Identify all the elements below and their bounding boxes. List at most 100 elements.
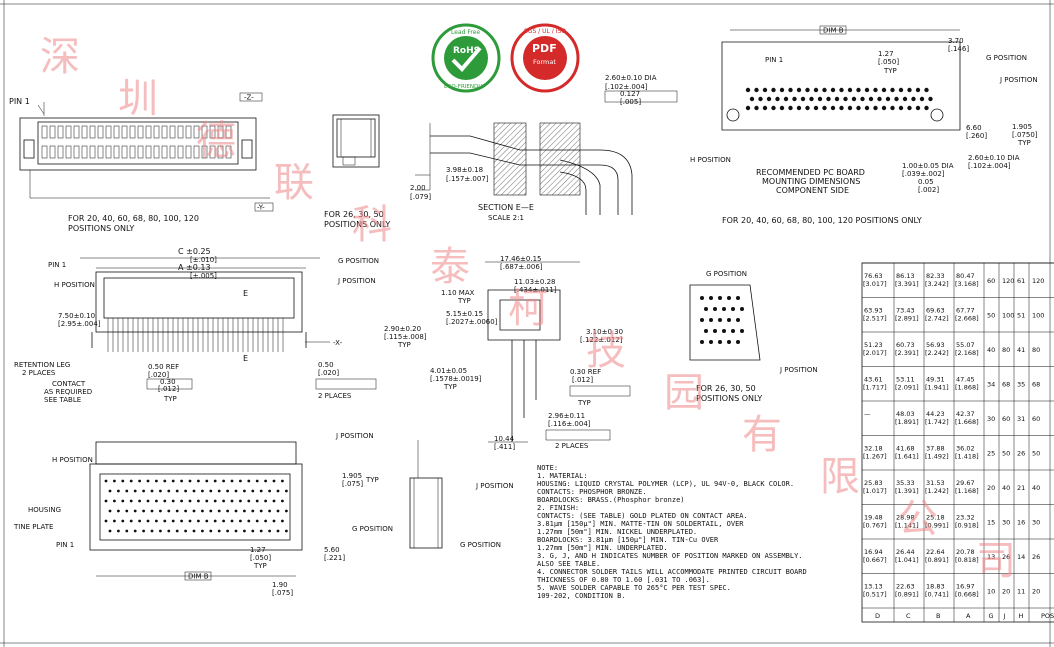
tine-plate-label: TINE PLATE	[13, 523, 53, 531]
watermark-char: 技	[586, 328, 626, 374]
table-header: H	[1019, 612, 1024, 620]
table-cell: 25.18	[926, 514, 945, 522]
notes-block: NOTE:1. MATERIAL: HOUSING: LIQUID CRYSTA…	[537, 464, 807, 600]
table-cell: 16.94	[864, 548, 883, 556]
contact-dot	[146, 519, 150, 523]
contact-dot	[188, 519, 192, 523]
table-cell: [2.091]	[895, 384, 919, 392]
contact-dot	[138, 499, 142, 503]
table-cell: 20	[1032, 588, 1040, 596]
table-cell: [0.741]	[925, 591, 949, 599]
contact-dot	[255, 479, 259, 483]
table-cell: [1.717]	[863, 384, 887, 392]
contact-dot	[239, 479, 242, 483]
table-cell: 28.98	[896, 514, 915, 522]
contact-dot	[108, 529, 112, 533]
typ-top: TYP	[883, 67, 897, 75]
contact-dot	[264, 479, 267, 483]
dim-100dia: 1.00±0.05 DIA	[902, 162, 954, 170]
table-cell: 16.97	[956, 583, 975, 591]
pcb-small-hole	[727, 318, 731, 322]
watermark-char: 深	[40, 34, 80, 80]
table-cell: 73.43	[896, 307, 915, 315]
top-pin	[73, 145, 80, 159]
pcb-small-pattern	[689, 284, 761, 361]
table-cell: 30	[987, 415, 995, 423]
contact-dot	[213, 519, 217, 523]
contact-dot	[197, 479, 200, 483]
retention-1: RETENTION LEG	[14, 361, 70, 369]
h-position-bottom: H POSITION	[52, 456, 93, 464]
dim-1578: [.1578±.0019]	[430, 375, 482, 383]
table-cell: 31	[1017, 415, 1025, 423]
pcb-title-2: MOUNTING DIMENSIONS	[762, 177, 860, 186]
table-cell: 120	[1002, 277, 1014, 285]
table-cell: 82.33	[926, 272, 945, 280]
table-cell: [1.891]	[895, 418, 919, 426]
top-pin	[185, 145, 192, 159]
table-cell: [3.017]	[863, 280, 887, 288]
dim-050-top: [.050]	[878, 58, 899, 66]
top-pin	[49, 145, 56, 159]
contact-dot	[133, 509, 137, 513]
contact-dot	[239, 519, 242, 523]
pcb-hole	[839, 105, 844, 111]
table-cell: 13.13	[864, 583, 883, 591]
typ-127b: TYP	[253, 562, 267, 570]
contact-dot	[222, 519, 226, 523]
table-cell: 80.47	[956, 272, 975, 280]
contact-dot	[184, 489, 188, 493]
contact-dot	[230, 499, 234, 503]
contact-dot	[285, 489, 288, 493]
table-cell: [1.267]	[863, 453, 887, 461]
pcb-hole	[868, 96, 874, 102]
table-cell: [1.492]	[925, 453, 949, 461]
two-places-a: 2 PLACES	[318, 392, 352, 400]
note-line: CONTACTS: PHOSPHOR BRONZE.	[537, 488, 647, 496]
e-mark-bottom: E	[243, 354, 248, 363]
table-cell: [0.818]	[955, 556, 979, 564]
pcb-hole	[796, 87, 802, 93]
contact-dot	[213, 499, 217, 503]
contact-dot	[281, 519, 284, 523]
table-header: J	[1003, 612, 1006, 620]
dim-370: 3.70	[948, 37, 964, 45]
dim-b-top: DIM B	[823, 27, 844, 35]
top-pin	[73, 125, 80, 139]
dim-560: 5.60	[324, 546, 340, 554]
table-cell: 68	[1002, 381, 1010, 389]
contact-dot	[150, 529, 154, 533]
table-cell: 20	[987, 484, 995, 492]
dim-2027: [.2027±.0060]	[446, 318, 498, 326]
dim-750: 7.50±0.10	[58, 312, 95, 320]
top-pin	[105, 125, 112, 139]
top-pin	[129, 145, 136, 159]
table-cell: 86.13	[896, 272, 915, 280]
table-cell: 13	[987, 553, 995, 561]
contact-dot	[113, 499, 116, 503]
table-cell: [1.391]	[895, 487, 919, 495]
side-view-connector	[485, 261, 580, 443]
note-line: 2. FINISH:	[537, 504, 579, 512]
pcb-small-hole	[722, 329, 726, 333]
table-cell: 80	[1032, 346, 1040, 354]
note-line: CONTACTS: (SEE TABLE) GOLD PLATED ON CON…	[537, 512, 748, 520]
top-pin	[153, 145, 160, 159]
j-position-mid: J POSITION	[337, 277, 376, 285]
dim-b-bottom: DIM B	[188, 573, 209, 581]
pcb-small-hole	[709, 296, 713, 300]
typ-401: TYP	[443, 383, 457, 391]
dim-2-60: 2.60±0.10 DIA	[605, 74, 657, 82]
contact-dot	[155, 479, 158, 483]
datum-y-label: -Y-	[257, 204, 265, 212]
dim-260: [.260]	[966, 132, 987, 140]
pcb-hole	[813, 105, 819, 111]
table-cell: 47.45	[956, 376, 975, 384]
top-pin	[121, 125, 128, 139]
a-013: A ±0.13	[178, 263, 211, 272]
table-cell: 60.73	[896, 341, 915, 349]
contact-dot	[121, 519, 125, 523]
g-position-small: G POSITION	[706, 270, 747, 278]
contact-dot	[129, 499, 133, 503]
contact-dot	[188, 479, 192, 483]
